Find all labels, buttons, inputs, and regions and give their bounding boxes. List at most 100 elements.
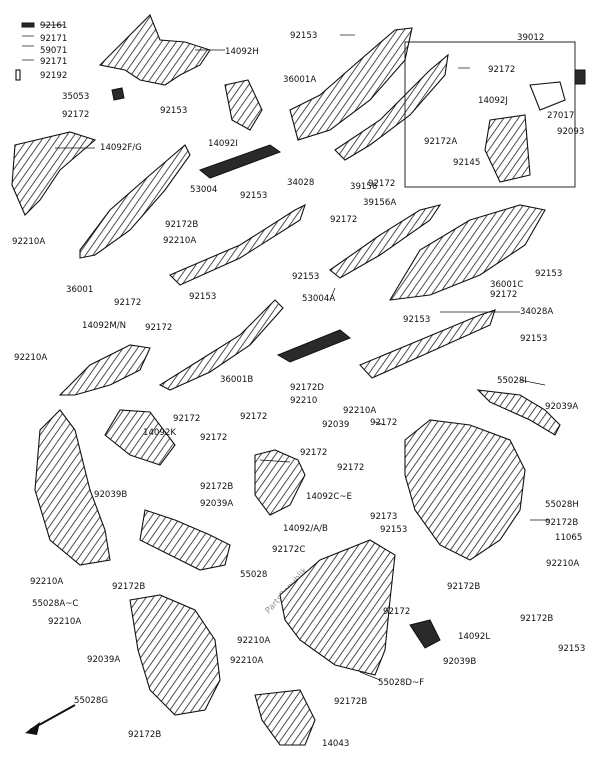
label-36001C: 36001C: [490, 280, 523, 290]
label-92210A-c: 92210A: [14, 353, 47, 363]
label-92210A-g: 92210A: [48, 617, 81, 627]
inset-box-39012: [404, 41, 576, 188]
label-55028DF: 55028D~F: [378, 678, 424, 688]
label-92172-i: 92172: [240, 412, 267, 422]
label-92153-j: 92153: [558, 644, 585, 654]
label-92172-d: 92172: [330, 215, 357, 225]
label-92172D: 92172D: [290, 383, 324, 393]
label-92192: 92192: [40, 71, 67, 81]
label-14092MN: 14092M/N: [82, 321, 126, 331]
part-36001A-cover: [289, 27, 413, 141]
part-14043-panel: [254, 689, 316, 746]
label-34028: 34028: [287, 178, 314, 188]
label-92210A-a: 92210A: [163, 236, 196, 246]
label-14043: 14043: [322, 739, 349, 749]
part-27017-bolt: [574, 69, 586, 85]
label-39156A: 39156A: [363, 198, 396, 208]
label-92172-l: 92172: [300, 448, 327, 458]
part-14092J: [529, 81, 566, 111]
label-39156: 39156: [350, 182, 377, 192]
label-14092I: 14092I: [208, 139, 238, 149]
label-55028I: 55028I: [497, 376, 527, 386]
label-92153-g: 92153: [403, 315, 430, 325]
part-14092K-panel: [104, 409, 176, 466]
label-92039B-a: 92039B: [94, 490, 127, 500]
label-92172B-f: 92172B: [520, 614, 553, 624]
part-92093: [484, 114, 531, 183]
label-92161: 92161: [40, 21, 67, 31]
label-14092K: 14092K: [143, 428, 176, 438]
label-92153-h: 92153: [520, 334, 547, 344]
label-92172-g: 92172: [145, 323, 172, 333]
label-11065: 11065: [555, 533, 582, 543]
label-55028: 55028: [240, 570, 267, 580]
label-92172B-e: 92172B: [447, 582, 480, 592]
part-14092FG-cover: [11, 131, 97, 216]
front-direction-arrow: [25, 704, 76, 735]
label-92153-f: 92153: [535, 269, 562, 279]
label-92210: 92210: [290, 396, 317, 406]
part-55028-cover: [139, 509, 231, 571]
label-92039: 92039: [322, 420, 349, 430]
label-92173: 92173: [370, 512, 397, 522]
label-34028A: 34028A: [520, 307, 553, 317]
label-59071: 59071: [40, 46, 67, 56]
label-92039A-b: 92039A: [200, 499, 233, 509]
label-92039A-a: 92039A: [545, 402, 578, 412]
part-34028-bracket: [169, 203, 306, 286]
label-92172-n: 92172: [383, 607, 410, 617]
label-92153-i: 92153: [380, 525, 407, 535]
small-fasteners-topleft: [15, 22, 35, 81]
label-92153-b: 92153: [290, 31, 317, 41]
label-92210A-i: 92210A: [230, 656, 263, 666]
label-92172-f: 92172: [490, 290, 517, 300]
label-92172-h: 92172: [173, 414, 200, 424]
label-55028G: 55028G: [74, 696, 108, 706]
label-53004A: 53004A: [302, 294, 335, 304]
label-92172-m: 92172: [337, 463, 364, 473]
part-53004A-grille: [276, 329, 351, 363]
label-36001B: 36001B: [220, 375, 253, 385]
part-55028G-panel: [129, 594, 221, 716]
label-92172-c: 92172: [368, 179, 395, 189]
label-27017: 27017: [547, 111, 574, 121]
part-35053-clip: [111, 87, 125, 101]
part-34028A-bracket: [359, 309, 496, 379]
label-92171a: 92171: [40, 34, 67, 44]
part-53004-grille: [198, 144, 282, 179]
part-14092I-grille: [224, 79, 263, 131]
part-39156-strip: [334, 53, 449, 161]
label-92172-a: 92172: [62, 110, 89, 120]
part-14092L-piece: [409, 619, 441, 649]
label-92172B-a: 92172B: [165, 220, 198, 230]
label-14092FG: 14092F/G: [100, 143, 142, 153]
label-92145: 92145: [453, 158, 480, 168]
label-36001: 36001: [66, 285, 93, 295]
label-55028AC: 55028A~C: [32, 599, 78, 609]
label-14092J: 14092J: [478, 96, 508, 106]
label-92093: 92093: [557, 127, 584, 137]
label-92172-k: 92172: [200, 433, 227, 443]
label-92210A-b: 92210A: [12, 237, 45, 247]
label-55028H: 55028H: [545, 500, 579, 510]
part-36001B-cover: [158, 299, 284, 391]
label-92153-e: 92153: [189, 292, 216, 302]
part-14092H-cover: [98, 14, 211, 86]
callout-labels: 92161 92171 59071 92171 92192 35053 9217…: [12, 21, 585, 749]
label-14092H: 14092H: [225, 47, 259, 57]
part-36001C-cover: [388, 204, 546, 301]
part-55028DF-panel: [279, 539, 396, 676]
label-92172-e: 92172: [114, 298, 141, 308]
part-39156A-strip: [329, 204, 442, 279]
part-14092MN-cover: [58, 344, 151, 396]
label-92153-a: 92153: [160, 106, 187, 116]
label-92210A-e: 92210A: [546, 559, 579, 569]
label-53004: 53004: [190, 185, 217, 195]
label-92172A: 92172A: [424, 137, 457, 147]
label-92172B-c: 92172B: [545, 518, 578, 528]
label-36001A: 36001A: [283, 75, 316, 85]
label-92172-j: 92172: [370, 418, 397, 428]
label-92210A-f: 92210A: [30, 577, 63, 587]
label-92172C: 92172C: [272, 545, 305, 555]
